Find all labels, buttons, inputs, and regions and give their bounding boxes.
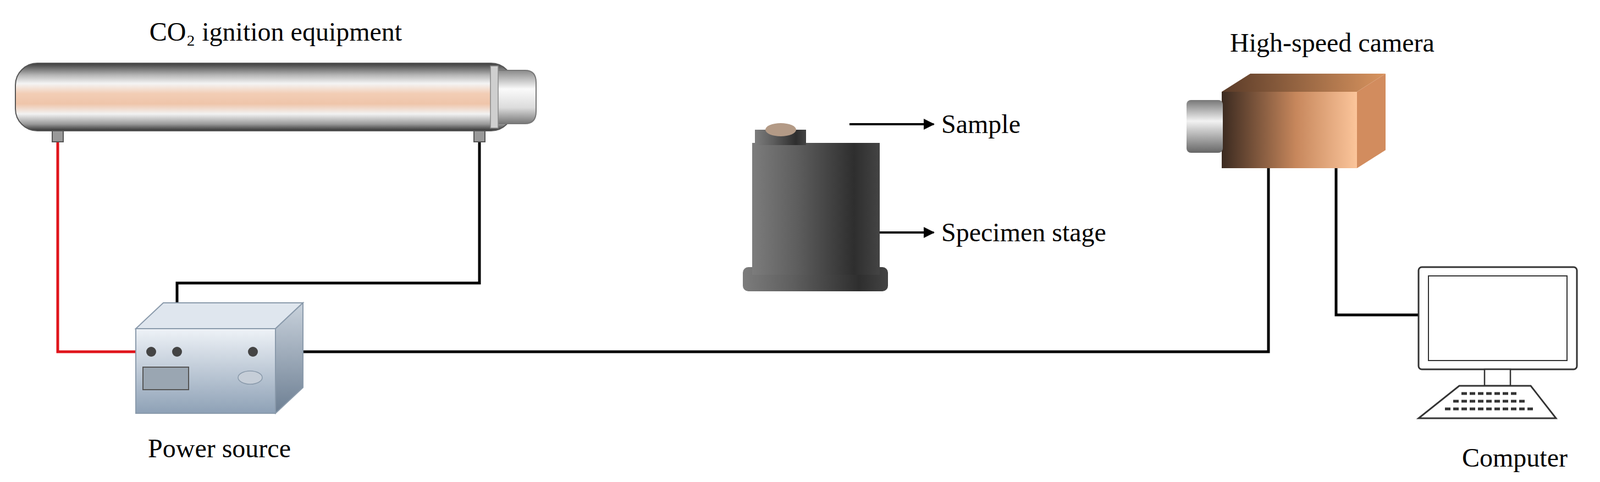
part-label: Specimen stage [941, 217, 1107, 248]
key-row [1461, 392, 1519, 396]
specimen-stage [742, 123, 934, 292]
node-label: Computer [1461, 442, 1568, 473]
part-label: Sample [941, 108, 1021, 140]
computer-node: Computer [1418, 267, 1579, 473]
ignition-equipment: CO₂ ignition equipment [15, 16, 537, 142]
laser-tube [15, 63, 537, 142]
wire [57, 141, 152, 352]
key-row [1444, 407, 1536, 411]
high-speed-camera [1186, 73, 1386, 169]
power-source-box [135, 302, 303, 414]
node-label: CO₂ ignition equipment [149, 16, 402, 47]
node-label: Power source [147, 433, 291, 464]
power-source: Power source [135, 302, 303, 464]
node-label: High-speed camera [1229, 27, 1435, 58]
camera-node: High-speed camera [1186, 27, 1478, 169]
computer [1418, 267, 1577, 419]
wire [1336, 168, 1419, 316]
key-row [1453, 400, 1527, 404]
